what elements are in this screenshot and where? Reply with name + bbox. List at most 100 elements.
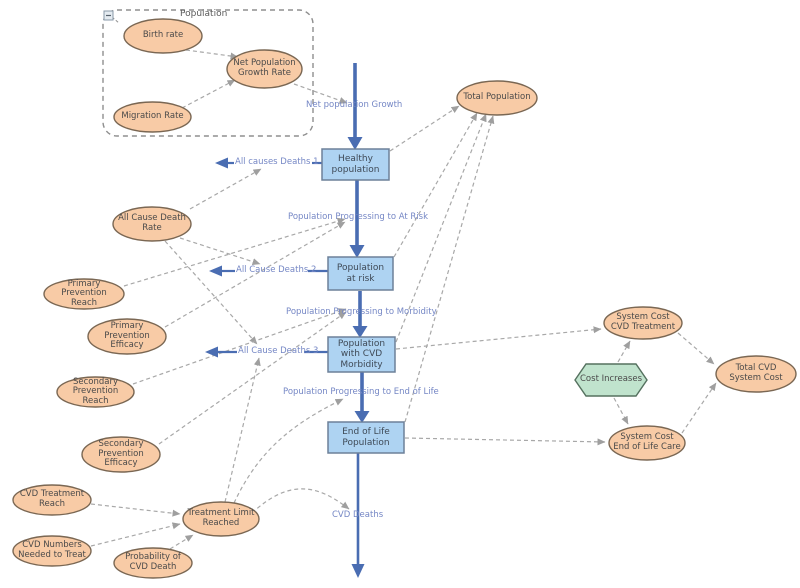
node-label: Total CVD System Cost [729,363,783,383]
connector-system-cost-treatment-to-total-cost[interactable] [677,332,715,365]
migration-rate-shape[interactable] [113,101,192,133]
node-label: Net Population Growth Rate [233,58,296,78]
flow-label-all-causes-deaths-1[interactable]: All causes Deaths 1 [235,157,319,167]
total-cvd-system-cost-shape[interactable] [715,355,797,393]
total-population-shape[interactable] [456,80,538,116]
connector-limit-to-cvd-deaths[interactable] [251,488,350,514]
node-primary-prevention-reach[interactable]: Primary Prevention Reach [44,279,124,309]
node-label: Birth rate [142,30,184,41]
node-label: CVD Numbers Needed to Treat [18,540,86,560]
stock-label: Population with CVD Morbidity [337,339,386,370]
population-with-cvd-morbidity-shape[interactable] [327,336,396,373]
flow-arrowhead-1 [347,137,363,150]
node-cost-increases[interactable]: Cost Increases [575,363,647,397]
cvd-treatment-reach-shape[interactable] [12,484,92,516]
node-cvd-treatment-reach[interactable]: CVD Treatment Reach [13,485,91,515]
connector-probability-death-to-limit[interactable] [169,534,194,550]
flow-arrowhead-2 [349,245,365,258]
node-birth-rate[interactable]: Birth rate [124,19,202,53]
flow-label-cvd-deaths[interactable]: CVD Deaths [332,510,384,520]
node-label: Secondary Prevention Reach [72,376,119,406]
connector-end-of-life-to-system-cost-eol[interactable] [404,437,606,446]
node-system-cost-cvd-treatment[interactable]: System Cost CVD Treatment [604,307,682,339]
system-cost-cvd-treatment-shape[interactable] [603,306,683,340]
node-probability-of-cvd-death[interactable]: Probability of CVD Death [114,548,192,578]
connector-migration-rate-to-net-growth[interactable] [181,79,236,109]
primary-prevention-efficacy-shape[interactable] [87,318,167,355]
connector-numbers-needed-to-limit[interactable] [90,522,181,547]
node-label: Primary Prevention Efficacy [104,321,150,351]
population-group-label: Population [180,9,228,19]
node-all-cause-death-rate[interactable]: All Cause Death Rate [113,207,191,241]
node-treatment-limit-reached[interactable]: Treatment Limit Reached [183,502,259,536]
connector-net-growth-to-flow[interactable] [293,83,348,104]
system-cost-end-of-life-care-shape[interactable] [608,425,686,461]
node-migration-rate[interactable]: Migration Rate [114,102,191,132]
cost-increases-shape[interactable] [574,363,648,397]
connector-morbidity-to-system-cost-treatment[interactable] [395,326,602,350]
connector-cost-increases-to-system-cost-eol[interactable] [613,397,629,425]
connector-limit-to-end-of-life-flow[interactable] [233,398,344,504]
stock-population-with-cvd-morbidity[interactable]: Population with CVD Morbidity [328,337,395,372]
secondary-prevention-efficacy-shape[interactable] [81,436,161,473]
treatment-limit-reached-shape[interactable] [182,501,260,537]
collapse-group-icon[interactable] [103,10,114,21]
node-net-population-growth-rate[interactable]: Net Population Growth Rate [227,50,302,88]
stock-end-of-life-population[interactable]: End of Life Population [328,422,404,453]
stock-healthy-population[interactable]: Healthy population [322,149,389,180]
deaths-3-arrowhead [205,346,218,358]
connector-death-rate-to-deaths-1[interactable] [189,168,262,210]
stock-label: Population at risk [336,263,385,284]
flow-arrowhead-3 [352,326,368,338]
all-cause-death-rate-shape[interactable] [112,206,192,242]
connector-end-of-life-to-total-population[interactable] [404,115,495,423]
node-total-population[interactable]: Total Population [457,81,537,115]
flow-label-all-cause-deaths-3[interactable]: All Cause Deaths 3 [238,346,319,356]
node-secondary-prevention-reach[interactable]: Secondary Prevention Reach [57,377,134,407]
connector-secondary-efficacy-to-morbidity-flow[interactable] [158,311,347,445]
node-label: Probability of CVD Death [125,552,181,572]
end-of-life-population-shape[interactable] [327,421,405,454]
connector-at-risk-to-total-population[interactable] [393,112,478,258]
primary-prevention-reach-shape[interactable] [43,278,125,310]
connector-secondary-reach-to-morbidity-flow[interactable] [132,308,347,385]
flow-arrowhead-5 [351,564,365,578]
probability-of-cvd-death-shape[interactable] [113,547,193,579]
flow-label-all-cause-deaths-2[interactable]: All Cause Deaths 2 [236,265,317,275]
node-label: Treatment Limit Reached [187,508,255,528]
node-system-cost-end-of-life-care[interactable]: System Cost End of Life Care [609,426,685,460]
node-secondary-prevention-efficacy[interactable]: Secondary Prevention Efficacy [82,437,160,472]
cvd-numbers-needed-to-treat-shape[interactable] [12,535,92,567]
connector-birth-rate-to-net-growth[interactable] [185,49,239,60]
flow-arrowhead-4 [354,411,370,423]
connector-system-cost-eol-to-total-cost[interactable] [681,382,717,434]
connector-death-rate-to-deaths-2[interactable] [179,237,261,266]
node-cvd-numbers-needed-to-treat[interactable]: CVD Numbers Needed to Treat [13,536,91,566]
node-total-cvd-system-cost[interactable]: Total CVD System Cost [716,356,796,392]
connector-morbidity-to-total-population[interactable] [395,113,487,343]
stock-population-at-risk[interactable]: Population at risk [328,257,393,290]
flow-label-progressing-to-morbidity[interactable]: Population Progressing to Morbidity [286,307,437,317]
flow-label-net-population-growth[interactable]: Net population Growth [306,100,403,110]
connector-treatment-reach-to-limit[interactable] [90,503,181,517]
connector-limit-to-deaths-3[interactable] [224,357,261,503]
population-at-risk-shape[interactable] [327,256,394,291]
flow-label-progressing-to-at-risk[interactable]: Population Progressing to At Risk [288,212,429,222]
connector-primary-reach-to-at-risk-flow[interactable] [123,217,346,287]
node-label: Total Population [463,92,531,103]
connector-cost-increases-to-system-cost-treatment[interactable] [617,340,631,363]
healthy-population-shape[interactable] [321,148,390,181]
secondary-prevention-reach-shape[interactable] [56,376,135,408]
birth-rate-shape[interactable] [123,18,203,54]
flow-label-progressing-to-end-of-life[interactable]: Population Progressing to End of Life [283,387,439,397]
net-population-growth-rate-shape[interactable] [226,49,303,89]
node-primary-prevention-efficacy[interactable]: Primary Prevention Efficacy [88,319,166,354]
connector-death-rate-to-deaths-3[interactable] [164,240,258,345]
deaths-2-arrowhead [209,265,222,277]
node-label: System Cost End of Life Care [613,432,681,452]
stock-label: End of Life Population [342,427,390,448]
deaths-1-arrowhead [215,157,228,169]
population-group-frame[interactable] [102,9,314,137]
connector-healthy-to-total-population[interactable] [389,105,460,152]
